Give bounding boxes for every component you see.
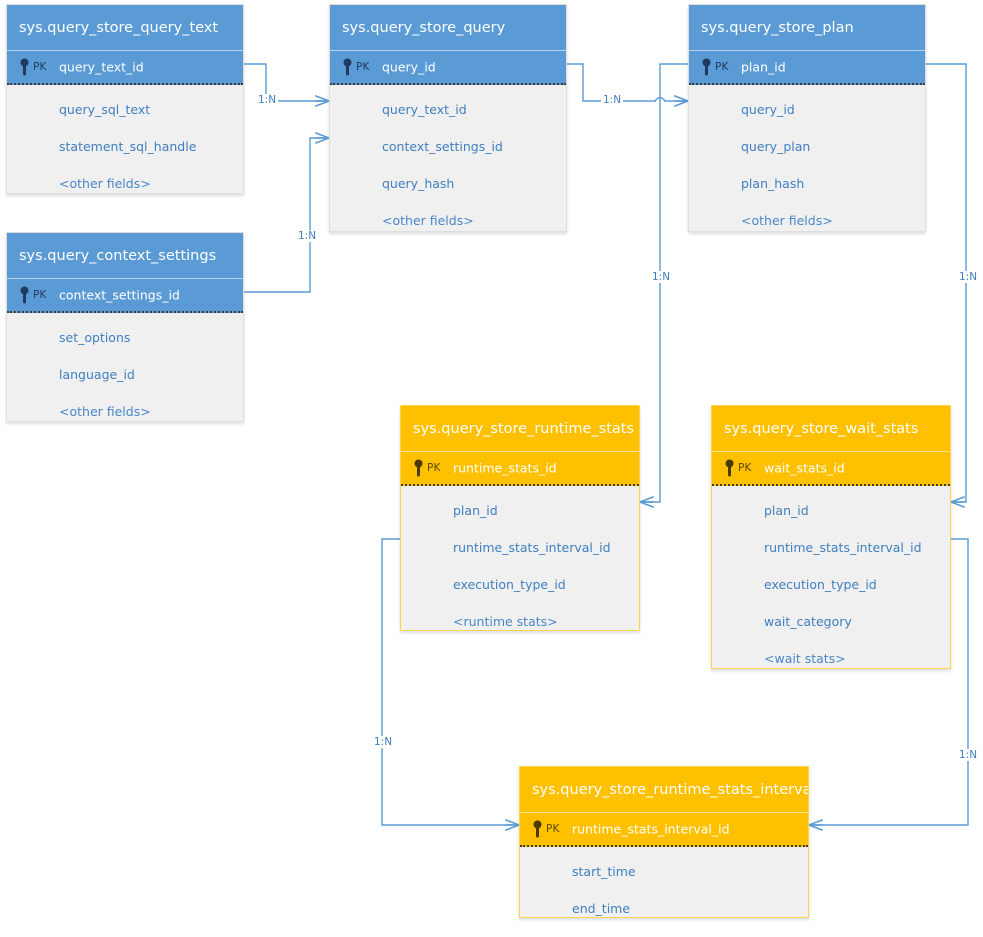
entity-field: statement_sql_handle — [59, 139, 197, 154]
entity-title: sys.query_store_runtime_stats — [401, 406, 639, 452]
pk-field-name: runtime_stats_id — [453, 460, 557, 476]
pk-field-name: query_text_id — [59, 59, 144, 75]
entity-title: sys.query_store_plan — [689, 5, 925, 51]
entity-field: context_settings_id — [382, 139, 503, 154]
key-icon — [20, 58, 29, 76]
entity-primary-key-row[interactable]: PK query_text_id — [7, 51, 243, 85]
entity-field: <other fields> — [59, 176, 151, 191]
pk-badge: PK — [715, 61, 729, 73]
entity-field-list: query_sql_text statement_sql_handle <oth… — [7, 85, 243, 212]
entity-query-store-plan[interactable]: sys.query_store_plan PK plan_id query_id… — [688, 4, 926, 232]
entity-field: query_sql_text — [59, 102, 151, 117]
connector-context-settings-to-query — [243, 132, 330, 293]
cardinality-label-context-settings-to-query: 1:N — [296, 230, 319, 242]
entity-field-list: set_options language_id <other fields> — [7, 313, 243, 440]
entity-field: start_time — [572, 864, 636, 879]
entity-field: language_id — [59, 367, 135, 382]
entity-query-store-runtime-stats[interactable]: sys.query_store_runtime_stats PK runtime… — [400, 405, 640, 631]
entity-title: sys.query_store_wait_stats — [712, 406, 950, 452]
key-icon — [343, 58, 352, 76]
key-icon — [702, 58, 711, 76]
entity-field: query_id — [741, 102, 795, 117]
pk-badge: PK — [33, 61, 47, 73]
entity-primary-key-row[interactable]: PK wait_stats_id — [712, 452, 950, 486]
pk-badge: PK — [427, 462, 441, 474]
entity-field: <runtime stats> — [453, 614, 558, 629]
entity-query-store-runtime-stats-interval[interactable]: sys.query_store_runtime_stats_interval P… — [519, 766, 809, 918]
entity-field-list: query_text_id context_settings_id query_… — [330, 85, 566, 249]
entity-field: end_time — [572, 901, 631, 916]
entity-field: wait_category — [764, 614, 852, 629]
entity-query-store-query-text[interactable]: sys.query_store_query_text PK query_text… — [6, 4, 244, 194]
pk-field-name: plan_id — [741, 59, 786, 75]
entity-title: sys.query_store_query_text — [7, 5, 243, 51]
key-icon — [414, 459, 423, 477]
entity-field: <other fields> — [59, 404, 151, 419]
pk-badge: PK — [546, 823, 560, 835]
pk-badge: PK — [33, 289, 47, 301]
entity-title: sys.query_store_runtime_stats_interval — [520, 767, 808, 813]
connector-plan-to-runtime-stats — [639, 63, 689, 508]
entity-field: <wait stats> — [764, 651, 846, 666]
pk-badge: PK — [356, 61, 370, 73]
cardinality-label-query-to-plan: 1:N — [601, 94, 624, 106]
pk-field-name: runtime_stats_interval_id — [572, 821, 730, 837]
entity-field-list: query_id query_plan plan_hash <other fie… — [689, 85, 925, 249]
cardinality-label-plan-to-runtime-stats: 1:N — [650, 271, 673, 283]
connector-query-to-plan — [566, 63, 689, 107]
entity-field: query_plan — [741, 139, 811, 154]
entity-primary-key-row[interactable]: PK runtime_stats_id — [401, 452, 639, 486]
key-icon — [20, 286, 29, 304]
entity-field: <other fields> — [741, 213, 833, 228]
pk-badge: PK — [738, 462, 752, 474]
cardinality-label-interval-to-runtime-stats: 1:N — [372, 736, 395, 748]
entity-field-list: plan_id runtime_stats_interval_id execut… — [712, 486, 950, 687]
cardinality-label-interval-to-wait-stats: 1:N — [957, 749, 980, 761]
entity-primary-key-row[interactable]: PK runtime_stats_interval_id — [520, 813, 808, 847]
entity-field: plan_hash — [741, 176, 805, 191]
entity-field: <other fields> — [382, 213, 474, 228]
entity-field: plan_id — [453, 503, 498, 518]
entity-field: runtime_stats_interval_id — [764, 540, 922, 555]
cardinality-label-query-text-to-query: 1:N — [256, 94, 279, 106]
pk-field-name: wait_stats_id — [764, 460, 845, 476]
pk-field-name: context_settings_id — [59, 287, 180, 303]
entity-field-list: start_time end_time — [520, 847, 808, 937]
entity-title: sys.query_context_settings — [7, 233, 243, 279]
entity-field: set_options — [59, 330, 131, 345]
entity-field: query_text_id — [382, 102, 467, 117]
cardinality-label-plan-to-wait-stats: 1:N — [957, 271, 980, 283]
entity-primary-key-row[interactable]: PK context_settings_id — [7, 279, 243, 313]
entity-field: query_hash — [382, 176, 455, 191]
entity-query-store-wait-stats[interactable]: sys.query_store_wait_stats PK wait_stats… — [711, 405, 951, 669]
entity-title: sys.query_store_query — [330, 5, 566, 51]
entity-field: execution_type_id — [453, 577, 566, 592]
entity-primary-key-row[interactable]: PK plan_id — [689, 51, 925, 85]
entity-field: runtime_stats_interval_id — [453, 540, 611, 555]
key-icon — [725, 459, 734, 477]
key-icon — [533, 820, 542, 838]
entity-field: execution_type_id — [764, 577, 877, 592]
entity-query-store-query[interactable]: sys.query_store_query PK query_id query_… — [329, 4, 567, 232]
entity-primary-key-row[interactable]: PK query_id — [330, 51, 566, 85]
pk-field-name: query_id — [382, 59, 436, 75]
entity-field-list: plan_id runtime_stats_interval_id execut… — [401, 486, 639, 650]
entity-field: plan_id — [764, 503, 809, 518]
entity-query-context-settings[interactable]: sys.query_context_settings PK context_se… — [6, 232, 244, 422]
